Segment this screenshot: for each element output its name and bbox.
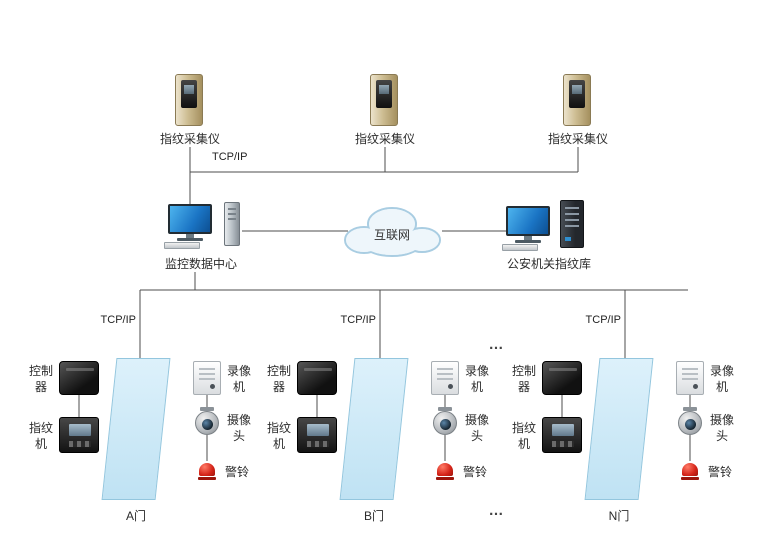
video-recorder-label: 录像机	[464, 364, 489, 394]
monitor-stand-icon	[186, 234, 194, 238]
video-recorder-label: 录像机	[226, 364, 251, 394]
controller-icon	[297, 361, 337, 395]
alarm-bell-icon	[436, 461, 454, 483]
monitor-screen-icon	[506, 206, 550, 236]
alarm-bell-label: 警铃	[462, 465, 487, 479]
ellipsis-bottom: …	[488, 502, 506, 519]
video-recorder-icon	[676, 361, 704, 395]
door-group-a: 控制器 指纹机 录像机 摄像头 警铃 A门	[25, 355, 257, 527]
tcpip-label-group-n: TCP/IP	[585, 314, 621, 326]
alarm-bell-icon	[681, 461, 699, 483]
door-shape	[101, 358, 171, 500]
camera-label: 摄像头	[709, 413, 734, 443]
server-tower-icon	[560, 200, 584, 248]
collector-label: 指纹采集仪	[547, 132, 608, 146]
collector-label: 指纹采集仪	[159, 132, 220, 146]
fingerprint-machine-icon	[542, 417, 582, 453]
fingerprint-machine-label: 指纹机	[266, 421, 291, 451]
alarm-bell-label: 警铃	[707, 465, 732, 479]
datacenter-computer-icon	[164, 204, 212, 249]
camera-icon	[678, 407, 702, 435]
fingerprint-machine-label: 指纹机	[511, 421, 536, 451]
controller-icon	[542, 361, 582, 395]
tcpip-label-group-b: TCP/IP	[340, 314, 376, 326]
police-db-computer-icon	[502, 206, 550, 251]
monitor-screen-icon	[168, 204, 212, 234]
alarm-bell-icon	[198, 461, 216, 483]
cloud-icon	[344, 207, 441, 257]
alarm-bell-label: 警铃	[224, 465, 249, 479]
ellipsis-top: …	[488, 336, 506, 353]
controller-label: 控制器	[28, 364, 53, 394]
internet-cloud: 互联网	[336, 200, 448, 264]
keyboard-icon	[502, 244, 538, 251]
controller-label: 控制器	[511, 364, 536, 394]
door-name-label: A门	[125, 509, 146, 523]
monitor-base-icon	[515, 240, 541, 243]
door-group-b: 控制器 指纹机 录像机 摄像头 警铃 B门	[263, 355, 495, 527]
video-recorder-icon	[193, 361, 221, 395]
cloud-label: 互联网	[373, 228, 410, 242]
camera-label: 摄像头	[464, 413, 489, 443]
keyboard-icon	[164, 242, 200, 249]
police-db-label: 公安机关指纹库	[506, 257, 591, 271]
camera-label: 摄像头	[226, 413, 251, 443]
door-name-label: B门	[363, 509, 384, 523]
collector-label: 指纹采集仪	[354, 132, 415, 146]
door-group-n: 控制器 指纹机 录像机 摄像头 警铃 N门	[508, 355, 740, 527]
fingerprint-machine-icon	[297, 417, 337, 453]
tcpip-label-top: TCP/IP	[212, 151, 248, 163]
camera-icon	[433, 407, 457, 435]
fingerprint-collector-icon	[370, 74, 398, 126]
door-shape	[584, 358, 654, 500]
video-recorder-icon	[431, 361, 459, 395]
controller-label: 控制器	[266, 364, 291, 394]
door-shape	[339, 358, 409, 500]
datacenter-label: 监控数据中心	[164, 257, 237, 271]
fingerprint-collector-icon	[563, 74, 591, 126]
video-recorder-label: 录像机	[709, 364, 734, 394]
tcpip-label-group-a: TCP/IP	[100, 314, 136, 326]
monitor-stand-icon	[524, 236, 532, 240]
pc-tower-icon	[224, 202, 240, 246]
camera-icon	[195, 407, 219, 435]
controller-icon	[59, 361, 99, 395]
fingerprint-machine-icon	[59, 417, 99, 453]
door-name-label: N门	[608, 509, 630, 523]
fingerprint-collector-icon	[175, 74, 203, 126]
fingerprint-machine-label: 指纹机	[28, 421, 53, 451]
monitor-base-icon	[177, 238, 203, 241]
